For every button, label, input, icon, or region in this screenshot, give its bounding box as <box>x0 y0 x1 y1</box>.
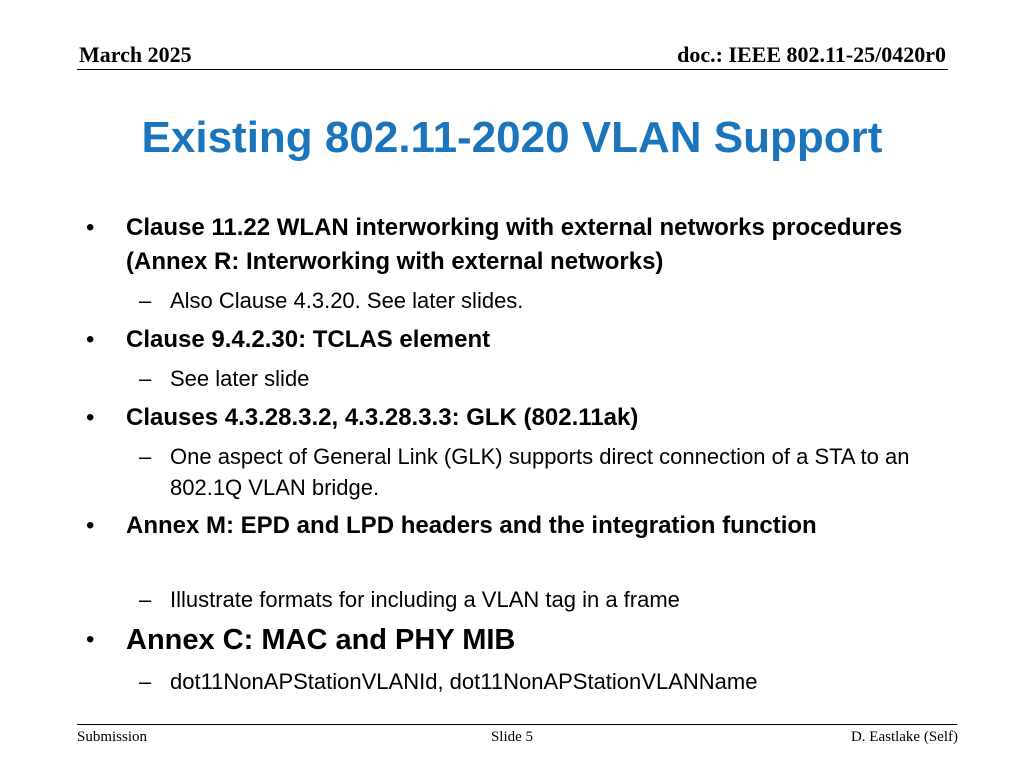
list-item-text: Annex M: EPD and LPD headers and the int… <box>126 512 817 539</box>
list-item-text: Annex C: MAC and PHY MIB <box>126 624 516 656</box>
footer-author: D. Eastlake (Self) <box>850 729 958 745</box>
sub-list-item-text: Also Clause 4.3.20. See later slides. <box>170 288 524 313</box>
sub-list-item-text: dot11NonAPStationVLANId, dot11NonAPStati… <box>170 669 758 694</box>
slide-title: Existing 802.11-2020 VLAN Support <box>141 113 883 162</box>
bullet-icon: • <box>86 512 95 539</box>
sub-list-item-text: One aspect of General Link (GLK) support… <box>170 444 910 500</box>
footer-slide-number: Slide 5 <box>490 729 534 745</box>
sub-list-item-text: Illustrate formats for including a VLAN … <box>170 587 680 612</box>
list-item-text: Clause 11.22 WLAN interworking with exte… <box>126 214 903 275</box>
dash-icon: – <box>139 366 152 391</box>
dash-icon: – <box>139 444 152 469</box>
footer-divider <box>77 724 957 725</box>
dash-icon: – <box>139 587 152 612</box>
list-item-text: Clause 9.4.2.30: TCLAS element <box>126 326 491 353</box>
header-doc-id: doc.: IEEE 802.11-25/0420r0 <box>677 42 946 67</box>
bullet-icon: • <box>86 404 95 431</box>
header-divider <box>77 69 948 70</box>
dash-icon: – <box>139 669 152 694</box>
sub-list-item-text: See later slide <box>170 366 310 391</box>
dash-icon: – <box>139 288 152 313</box>
bullet-icon: • <box>86 626 95 653</box>
list-item-text: Clauses 4.3.28.3.2, 4.3.28.3.3: GLK (802… <box>126 404 639 431</box>
bullet-icon: • <box>86 214 95 241</box>
footer-submission: Submission <box>77 729 148 745</box>
header-date: March 2025 <box>79 42 192 67</box>
bullet-icon: • <box>86 326 95 353</box>
